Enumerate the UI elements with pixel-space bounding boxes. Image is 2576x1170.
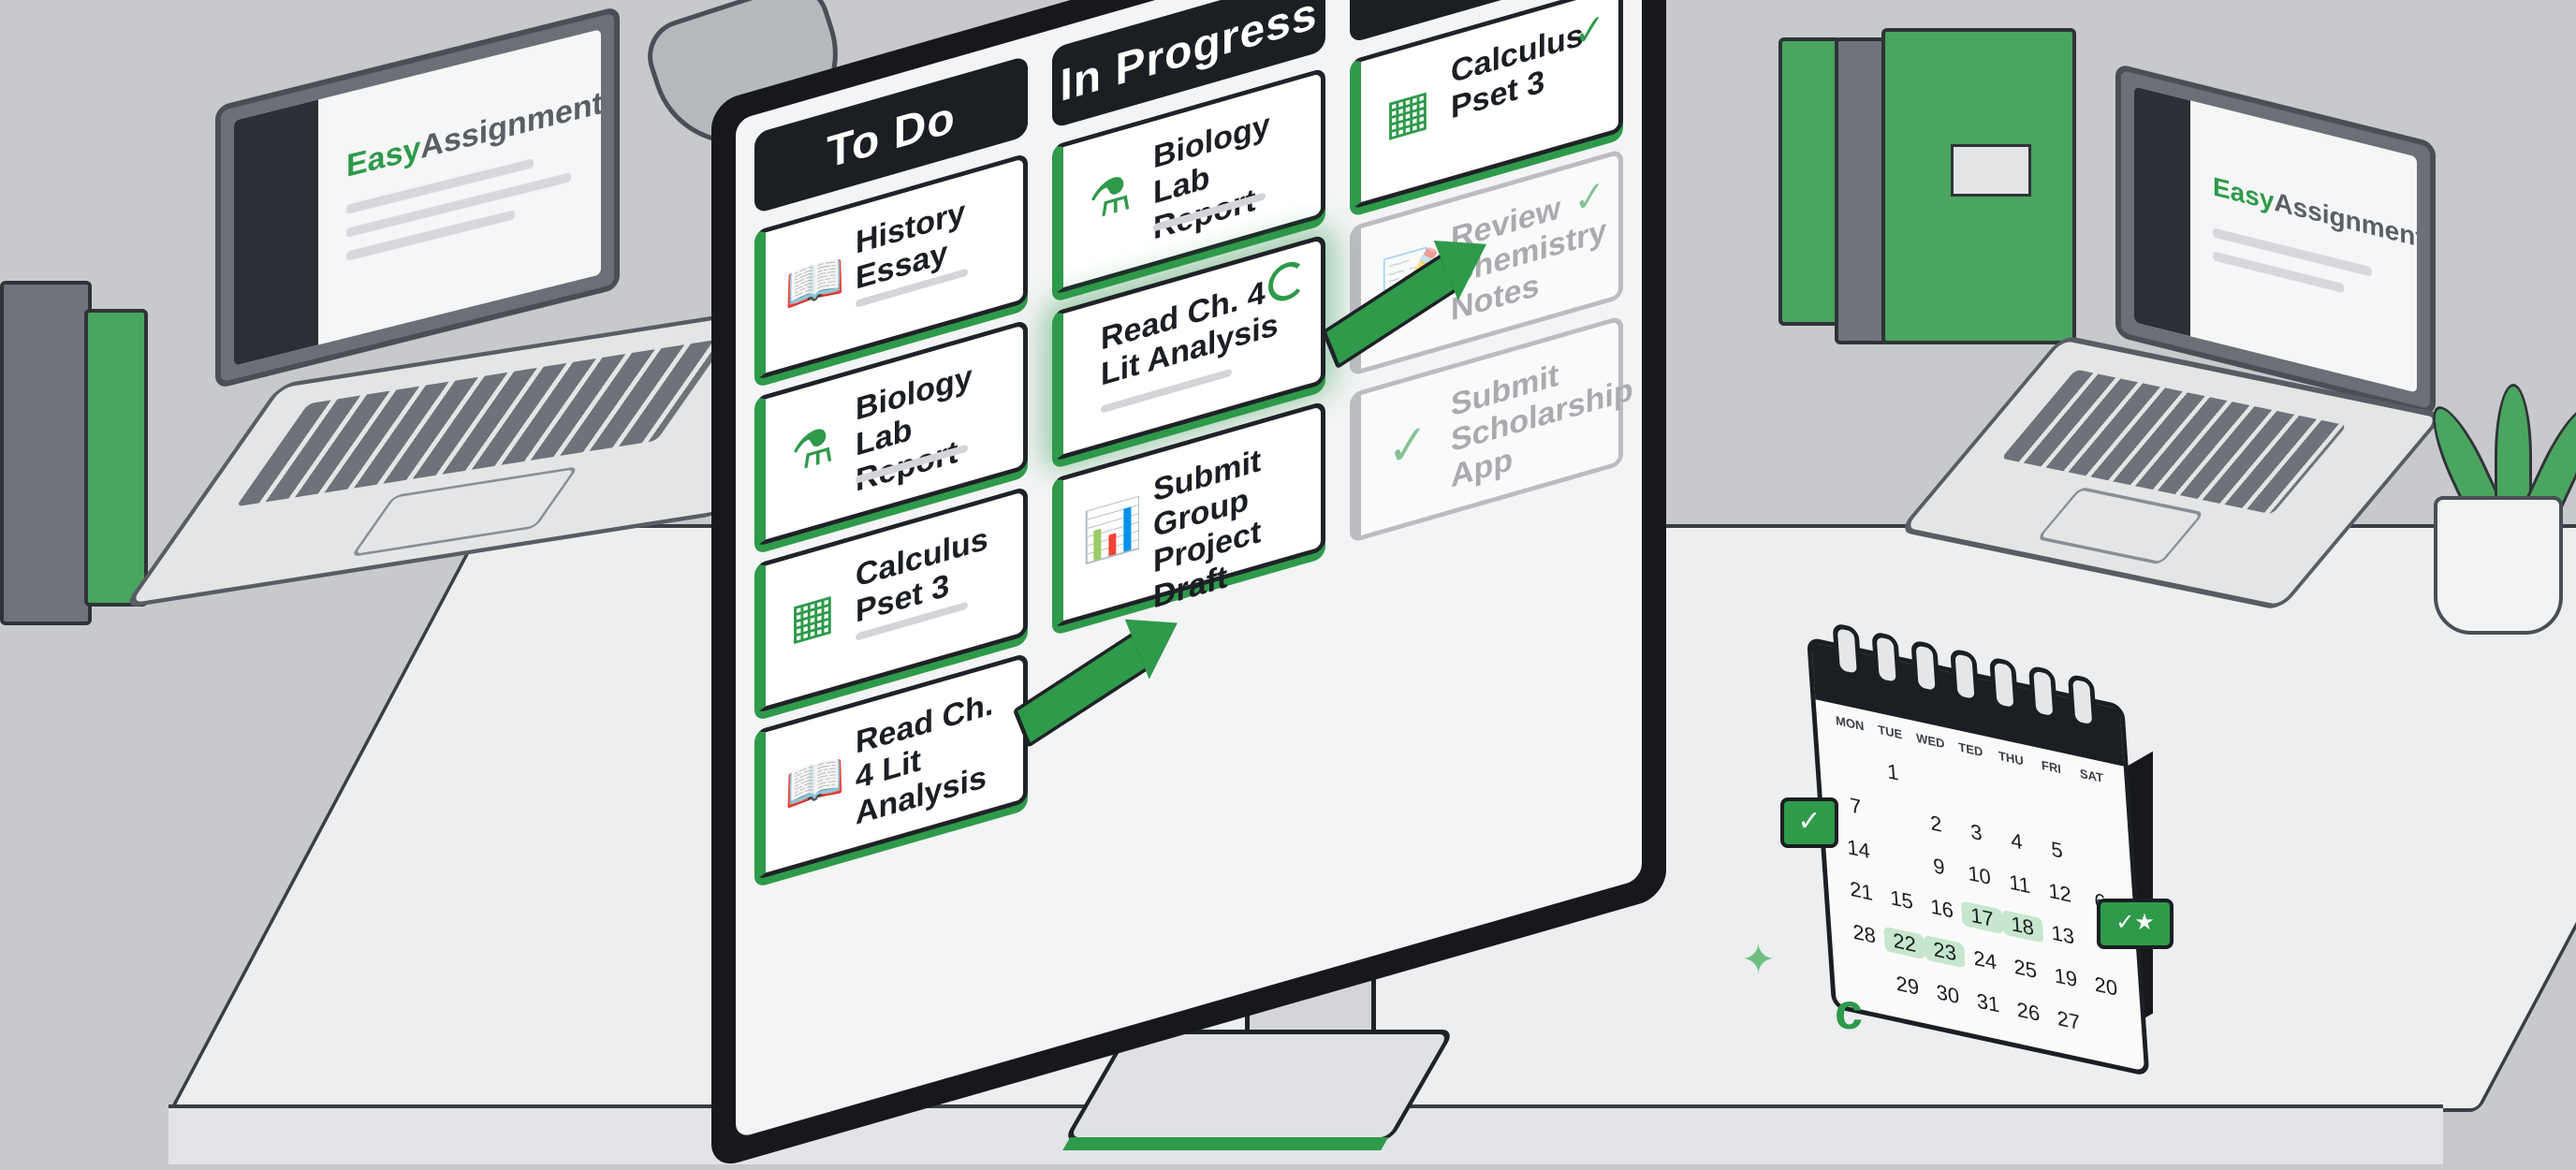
calendar-weekday: WED bbox=[1915, 730, 1945, 752]
calendar-day[interactable]: 20 bbox=[2093, 972, 2118, 1001]
calendar-day[interactable]: 3 bbox=[1969, 819, 1983, 846]
sparkle-icon: ✦ bbox=[1741, 937, 1776, 983]
check-badge-icon: ✓ bbox=[1780, 797, 1838, 848]
check-icon: ✓ bbox=[1573, 172, 1605, 223]
book bbox=[1881, 28, 2076, 344]
calendar-day[interactable]: 7 bbox=[1849, 793, 1863, 820]
flask-icon: ⚗ bbox=[1088, 165, 1133, 232]
check-star-badge-icon: ✓★ bbox=[2097, 899, 2174, 949]
calendar-empty bbox=[2077, 855, 2117, 863]
calendar-day[interactable]: 30 bbox=[1935, 979, 1960, 1009]
calendar-empty bbox=[1879, 854, 1919, 862]
calendar-day[interactable]: 21 bbox=[1849, 876, 1874, 906]
column-todo: To Do 📖 History Essay ⚗ Biology Lab Repo… bbox=[754, 55, 1028, 1133]
plant-pot bbox=[2434, 496, 2563, 635]
calendar-weekday: MON bbox=[1835, 712, 1865, 734]
presentation-icon: 📊 bbox=[1082, 494, 1143, 567]
laptop-logo: EasyAssignments bbox=[346, 80, 601, 184]
check-icon: ✓ bbox=[1573, 6, 1605, 56]
book bbox=[0, 281, 92, 625]
calculator-icon: ▦ bbox=[1384, 79, 1431, 147]
calendar-grid: 1723451491011126211516171813282223242519… bbox=[1831, 739, 2130, 1055]
calendar-empty bbox=[1876, 811, 1916, 819]
calendar-empty bbox=[1954, 786, 1994, 795]
task-title: Read Ch. 4 Lit Analysis bbox=[856, 685, 994, 832]
calendar-day[interactable]: 23 bbox=[1924, 934, 1967, 969]
calendar-day[interactable]: 19 bbox=[2053, 962, 2078, 992]
keyboard bbox=[2000, 369, 2348, 515]
calendar-day[interactable]: 28 bbox=[1852, 919, 1877, 948]
calendar-day[interactable]: 5 bbox=[2050, 836, 2064, 863]
task-title: Read Ch. 4 Lit Analysis bbox=[1101, 274, 1279, 393]
calendar-day[interactable]: 26 bbox=[2015, 997, 2041, 1026]
calendar-day[interactable]: 22 bbox=[1883, 926, 1926, 960]
calendar-day[interactable]: 9 bbox=[1932, 853, 1946, 880]
calendar-weekday: THU bbox=[1998, 748, 2025, 768]
column-done: Done ▦ Calculus Pset 3 ✓ 📝 Review Chemis… bbox=[1350, 0, 1633, 962]
calendar-day[interactable]: 13 bbox=[2050, 920, 2075, 950]
calendar-empty bbox=[1833, 760, 1873, 768]
calendar-day[interactable]: 31 bbox=[1975, 987, 2000, 1017]
check-icon: ✓ bbox=[1387, 413, 1428, 479]
calendar-day[interactable]: 25 bbox=[2012, 954, 2038, 984]
flask-icon: ⚗ bbox=[790, 417, 835, 484]
book-icon: 📖 bbox=[784, 747, 845, 819]
calendar-empty bbox=[2034, 803, 2074, 812]
calendar-day[interactable]: 29 bbox=[1895, 971, 1920, 1000]
calendar-empty bbox=[1994, 795, 2034, 803]
task-title: Submit Group Project Draft bbox=[1153, 442, 1262, 616]
laptop-sidebar bbox=[234, 99, 318, 366]
calendar-weekday: FRI bbox=[2041, 757, 2062, 777]
book-label bbox=[1951, 144, 2031, 197]
calendar-day[interactable]: 18 bbox=[2001, 910, 2044, 943]
calendar-weekday: TUE bbox=[1877, 722, 1903, 742]
calendar-day[interactable]: 12 bbox=[2047, 877, 2072, 907]
left-laptop-screen: EasyAssignments bbox=[215, 6, 620, 389]
calendar-day[interactable]: 14 bbox=[1846, 834, 1871, 864]
book bbox=[1778, 37, 1842, 326]
calendar-empty bbox=[1847, 973, 1887, 981]
calendar-day[interactable]: 16 bbox=[1929, 894, 1954, 924]
touchpad bbox=[2036, 487, 2205, 565]
calendar-day[interactable]: 27 bbox=[2056, 1005, 2082, 1035]
calendar-day[interactable]: 2 bbox=[1929, 810, 1943, 837]
book bbox=[84, 309, 148, 607]
text-line bbox=[346, 210, 515, 261]
laptop-sidebar bbox=[2134, 86, 2190, 337]
calendar-empty bbox=[2088, 1025, 2129, 1033]
calendar-weekday: SAT bbox=[2079, 766, 2104, 786]
calendar-day[interactable]: 4 bbox=[2010, 827, 2024, 855]
calculator-icon: ▦ bbox=[789, 582, 836, 651]
book-icon: 📖 bbox=[784, 247, 845, 319]
calendar-empty bbox=[2074, 812, 2115, 821]
calendar-day[interactable]: 11 bbox=[2008, 869, 2031, 899]
calendar-empty bbox=[1913, 777, 1954, 785]
calendar-day[interactable]: 1 bbox=[1886, 759, 1900, 786]
column-in-progress: In Progress ⚗ Biology Lab Report Read Ch… bbox=[1052, 0, 1325, 1048]
calendar-day[interactable]: 17 bbox=[1961, 900, 2004, 935]
task-title: Submit Scholarship App bbox=[1451, 357, 1633, 495]
paper-clip-icon: с bbox=[1835, 984, 1864, 1040]
calendar-day[interactable]: 10 bbox=[1967, 860, 1992, 890]
calendar-day[interactable]: 15 bbox=[1889, 885, 1914, 914]
calendar-day[interactable]: 24 bbox=[1972, 945, 1998, 974]
calendar-weekday: TED bbox=[1957, 739, 1983, 760]
